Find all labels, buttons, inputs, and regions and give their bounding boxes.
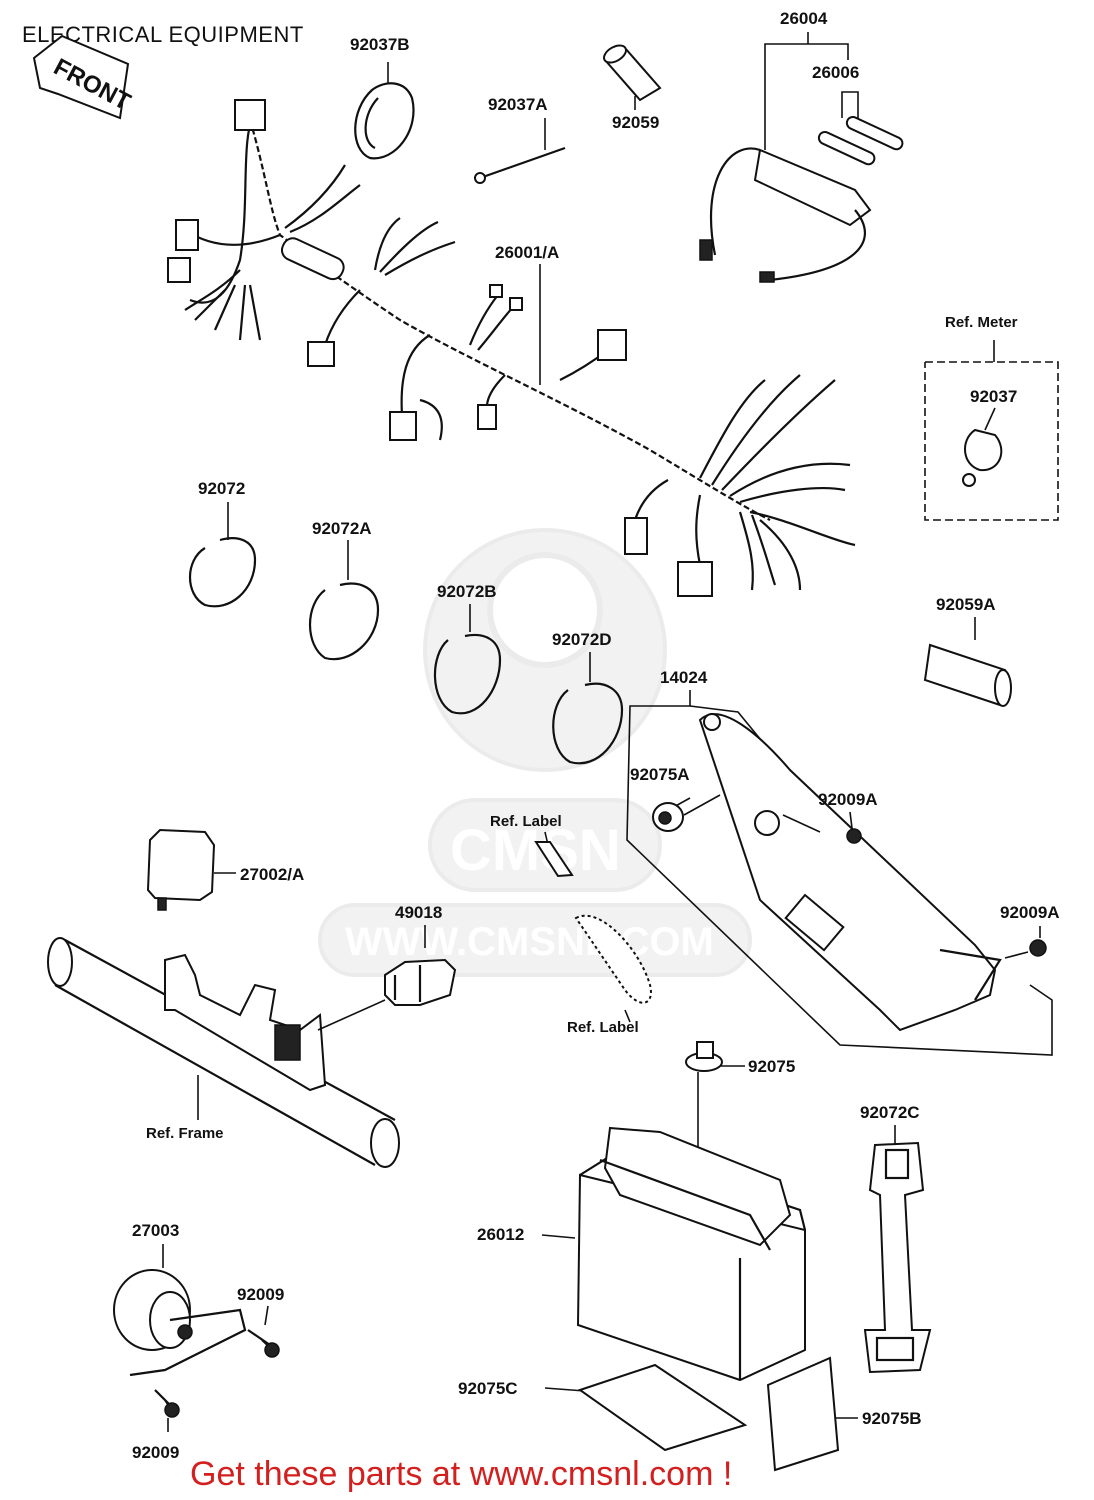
watermark: CMSN WWW.CMSNL.COM <box>318 528 752 977</box>
callout-92072: 92072 <box>198 479 245 498</box>
callout-92037B: 92037B <box>350 35 410 54</box>
part-92075-cap <box>685 1041 723 1072</box>
callout-27003: 27003 <box>132 1221 179 1240</box>
ref-label-2-decal <box>574 914 652 1004</box>
callout-92075: 92075 <box>748 1057 795 1076</box>
ref-meter-box <box>924 361 1059 521</box>
part-14024-bracket <box>698 713 1002 1032</box>
front-arrow-icon: FRONT <box>32 34 135 120</box>
ref-label-2: Ref. Label <box>567 1019 639 1036</box>
part-92037-clamp <box>962 428 1003 487</box>
part-27003-horn <box>113 1269 247 1377</box>
part-92072C-strap <box>863 1141 932 1374</box>
callout-26001A: 26001/A <box>495 243 559 262</box>
callout-26004: 26004 <box>780 9 828 28</box>
part-92009A-nut-1 <box>846 828 862 844</box>
callout-92009A-1: 92009A <box>818 790 878 809</box>
part-26006-fuses <box>817 115 904 166</box>
callout-92072C: 92072C <box>860 1103 920 1122</box>
callout-92037A: 92037A <box>488 95 548 114</box>
callout-92059A: 92059A <box>936 595 996 614</box>
watermark-url: WWW.CMSNL.COM <box>345 920 714 964</box>
callout-26006: 26006 <box>812 63 859 82</box>
callout-92072B: 92072B <box>437 582 497 601</box>
callout-27002A: 27002/A <box>240 865 304 884</box>
callout-92009A-2: 92009A <box>1000 903 1060 922</box>
part-92072D-clamp <box>552 682 624 765</box>
callout-92009-2: 92009 <box>132 1443 179 1462</box>
part-92072A-clamp <box>308 582 380 661</box>
ref-label-1-decal <box>534 841 574 878</box>
part-92059A-sleeve <box>923 643 1012 707</box>
callout-92072D: 92072D <box>552 630 612 649</box>
part-27002A-relay <box>146 828 216 911</box>
part-92075C-pad <box>577 1363 748 1452</box>
callout-92009-1: 92009 <box>237 1285 284 1304</box>
callout-92059: 92059 <box>612 113 659 132</box>
part-92037A-strap <box>474 118 566 184</box>
callout-92075A: 92075A <box>630 765 690 784</box>
ref-frame-label: Ref. Frame <box>146 1125 224 1142</box>
callout-49018: 49018 <box>395 903 442 922</box>
part-92072B-clamp <box>433 633 502 715</box>
part-26004-fuse-holder <box>699 147 872 283</box>
ref-frame-tube <box>47 937 400 1168</box>
promo-link[interactable]: Get these parts at www.cmsnl.com ! <box>190 1455 733 1493</box>
callout-26012: 26012 <box>477 1225 524 1244</box>
part-92037B-band <box>354 62 415 160</box>
part-92009A-nut-2 <box>1029 939 1047 957</box>
watermark-brand: CMSN <box>450 818 621 883</box>
part-26001A-wiring-harness <box>167 99 856 597</box>
ref-meter-label: Ref. Meter <box>945 314 1018 331</box>
callout-92072A: 92072A <box>312 519 372 538</box>
part-49018-connector <box>384 958 457 1006</box>
part-92059-sleeve <box>603 44 662 110</box>
callout-14024: 14024 <box>660 668 708 687</box>
part-26012-battery <box>576 1126 807 1382</box>
callout-92075B: 92075B <box>862 1409 922 1428</box>
part-92075A-damper <box>652 802 684 832</box>
callout-92037: 92037 <box>970 387 1017 406</box>
part-92075B-pad <box>766 1356 840 1472</box>
ref-label-1: Ref. Label <box>490 813 562 830</box>
part-92072-clamp <box>189 537 257 608</box>
callout-92075C: 92075C <box>458 1379 518 1398</box>
part-92009-bolt-2 <box>154 1389 180 1418</box>
part-92009-bolt-1 <box>247 1329 280 1358</box>
